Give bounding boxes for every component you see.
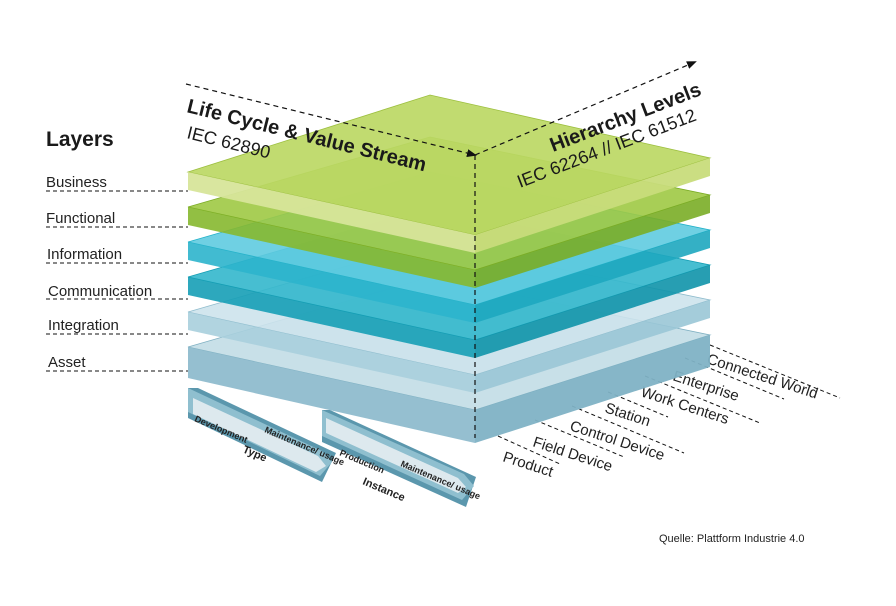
level-station: Station <box>603 400 653 431</box>
layer-label-asset: Asset <box>48 354 86 371</box>
layers-heading: Layers <box>46 128 114 151</box>
source-credit: Quelle: Plattform Industrie 4.0 <box>659 533 805 545</box>
layer-label-integration: Integration <box>48 317 119 334</box>
layer-label-functional: Functional <box>46 210 115 227</box>
instance-label: Instance <box>361 476 407 504</box>
layer-label-information: Information <box>47 246 122 263</box>
layer-label-business: Business <box>46 174 107 191</box>
lifecycle-instance-arrow <box>322 410 476 507</box>
layer-label-lines <box>46 190 188 372</box>
layer-label-communication: Communication <box>48 283 152 300</box>
axis-arrows <box>185 61 697 438</box>
layer-business-slab <box>186 94 712 253</box>
lifecycle-type-arrow <box>188 388 336 482</box>
